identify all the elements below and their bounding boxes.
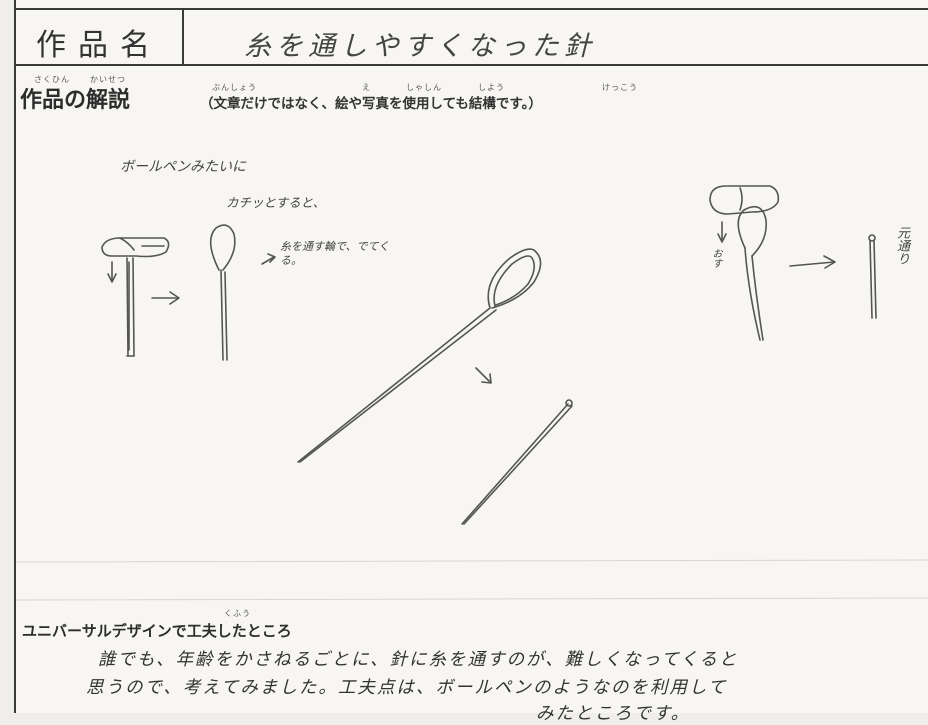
note-return: 元通り	[894, 226, 909, 265]
arrow-3	[789, 255, 836, 269]
loop-needle-sketch	[209, 224, 276, 361]
furigana-kekkou: けっこう	[602, 83, 638, 92]
work-title: 糸を通しやすくなった針	[244, 31, 596, 62]
arrow-1	[151, 291, 180, 305]
furigana-shiyou: しよう	[478, 83, 505, 92]
small-needle	[461, 399, 573, 525]
description-note: （文章だけではなく、絵や写真を使用しても結構です。）	[200, 96, 542, 112]
universal-design-heading: ユニバーサルデザインで工夫したところ	[22, 622, 292, 640]
note-ring-comes-out: 糸を通す輪で、でてくる。	[280, 240, 390, 267]
title-label-cell: 作品名	[16, 10, 184, 64]
furigana-bunshou: ぶんしょう	[212, 83, 257, 92]
furigana-sakuhin: さくひん	[34, 75, 70, 84]
furigana-kufuu: くふう	[224, 609, 251, 618]
needle-sketch	[16, 185, 928, 601]
finger-press-sketch-2	[709, 185, 780, 341]
ud-text-line-1: 誰でも、年齢をかさねるごとに、針に糸を通すのが、難しくなってくると	[98, 650, 739, 670]
title-label: 作品名	[36, 28, 162, 63]
note-push: おす	[710, 248, 721, 268]
description-heading: 作品の解説	[20, 88, 131, 113]
furigana-shashin: しゃしん	[406, 83, 442, 92]
note-click-then: カチッとすると、	[226, 195, 326, 210]
furigana-kaisetsu: かいせつ	[90, 75, 126, 84]
furigana-e: え	[362, 83, 371, 92]
title-row: 作品名 糸を通しやすくなった針	[16, 8, 928, 66]
returned-needle	[868, 234, 877, 319]
big-needle-with-loop	[297, 248, 542, 463]
note-ballpen-like: ボールペンみたいに	[120, 159, 246, 175]
arrow-2	[475, 367, 492, 384]
worksheet: 作品名 糸を通しやすくなった針 さくひん かいせつ 作品の解説 ぶんしょう え …	[14, 0, 928, 724]
finger-press-sketch-1	[101, 237, 170, 357]
ud-text-line-2: 思うので、考えてみました。工夫点は、ボールペンのようなのを利用して	[86, 678, 728, 698]
